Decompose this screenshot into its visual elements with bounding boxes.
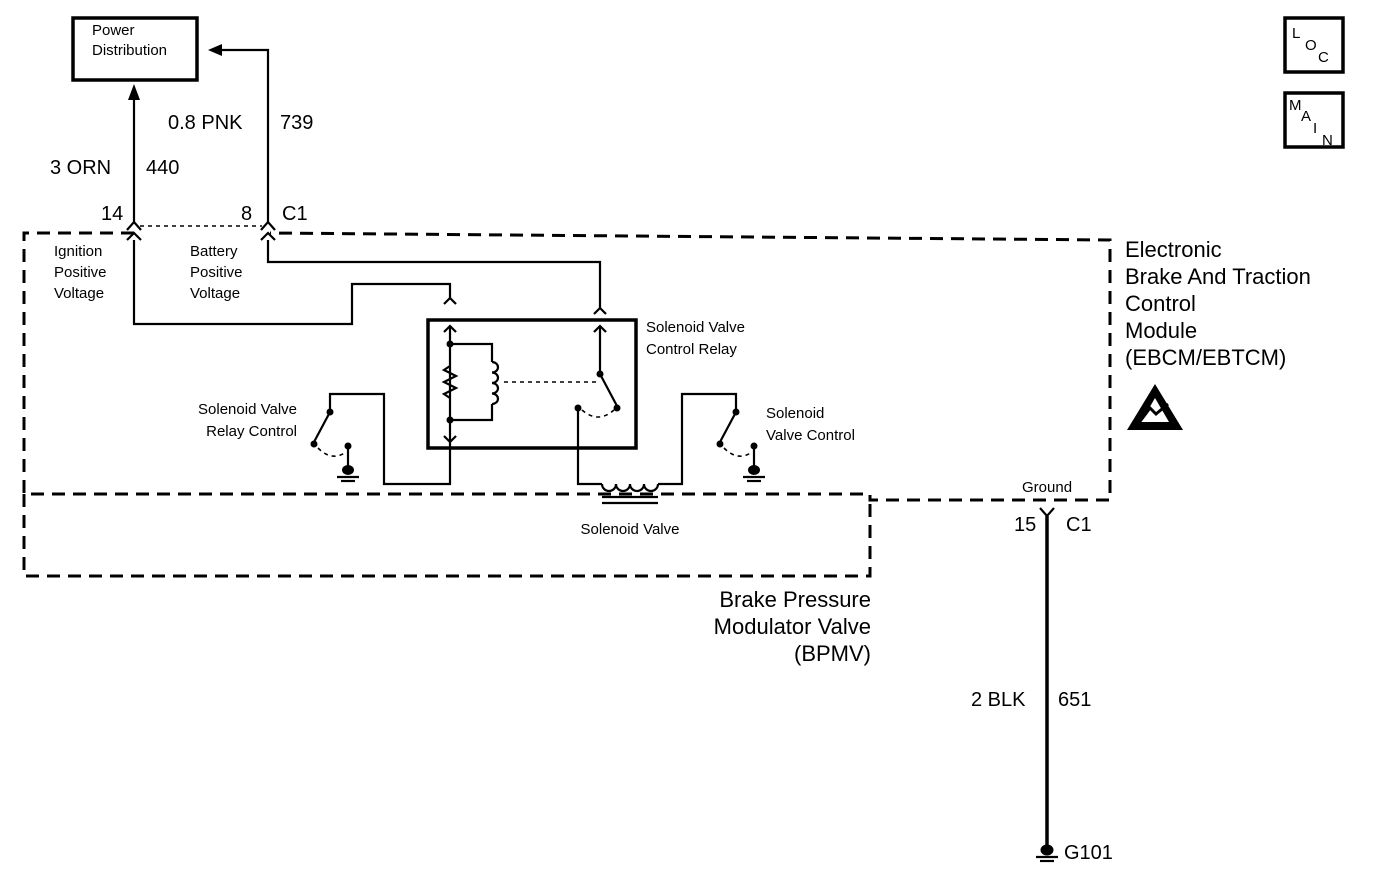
bpmv-label-1: Brake Pressure (719, 587, 871, 612)
relay-control-label-2: Relay Control (206, 423, 297, 440)
valve-control-label: Solenoid Valve Control (766, 405, 855, 444)
solenoid-valve-control-relay (426, 318, 638, 450)
battery-wire: 0.8 PNK 739 (168, 44, 313, 222)
valve-control-label-2: Valve Control (766, 427, 855, 444)
ign-pin-number: 14 (101, 203, 123, 225)
solenoid-valve-label: Solenoid Valve (581, 521, 680, 538)
bat-wire-circuit: 739 (280, 112, 313, 134)
ebcm-label-3: Control (1125, 291, 1196, 316)
ground-label: Ground (1022, 479, 1072, 496)
relay-control-label: Solenoid Valve Relay Control (198, 401, 297, 440)
bpmv-outline (22, 494, 872, 578)
bpmv-label-3: (BPMV) (794, 641, 871, 666)
power-distribution-label-1: Power (92, 22, 135, 39)
ground-circuit: Ground 15 C1 2 BLK 651 G101 (971, 479, 1113, 864)
power-distribution-label-2: Distribution (92, 42, 167, 59)
main-letter-m: M (1289, 97, 1302, 114)
battery-label-3: Voltage (190, 285, 240, 302)
loc-letter-c: C (1318, 49, 1329, 66)
loc-letter-o: O (1305, 37, 1317, 54)
ign-wire-size-color: 3 ORN (50, 157, 111, 179)
power-distribution-box: Power Distribution (71, 16, 199, 82)
top-connector-label: C1 (282, 203, 308, 225)
bat-pin-number: 8 (241, 203, 252, 225)
ignition-positive-voltage-label: Ignition Positive Voltage (54, 243, 107, 302)
ebcm-label-1: Electronic (1125, 237, 1222, 262)
ebcm-label-4: Module (1125, 318, 1197, 343)
loc-button[interactable]: L O C (1283, 16, 1345, 74)
main-letter-a: A (1301, 108, 1311, 125)
ebcm-label-2: Brake And Traction (1125, 264, 1311, 289)
g101-ground-icon (1040, 844, 1054, 856)
gnd-wire-circuit: 651 (1058, 689, 1091, 711)
ebcm-outline (22, 231, 1112, 502)
main-letter-i: I (1313, 120, 1317, 137)
ignition-wire: 3 ORN 440 (50, 84, 179, 222)
relay-label-1: Solenoid Valve (646, 319, 745, 336)
battery-internal-wire (266, 240, 602, 308)
battery-positive-voltage-label: Battery Positive Voltage (190, 243, 243, 302)
valve-control-label-1: Solenoid (766, 405, 824, 422)
ign-wire-circuit: 440 (146, 157, 179, 179)
ignition-label-3: Voltage (54, 285, 104, 302)
main-button[interactable]: M A I N (1283, 91, 1345, 149)
valve-control-switch (716, 408, 765, 483)
relay-label-2: Control Relay (646, 341, 737, 358)
gnd-wire-size-color: 2 BLK (971, 689, 1026, 711)
gnd-connector-label: C1 (1066, 514, 1092, 536)
bpmv-label-2: Modulator Valve (714, 614, 871, 639)
ebcm-label-5: (EBCM/EBTCM) (1125, 345, 1286, 370)
ignition-label-2: Positive (54, 264, 107, 281)
relay-label: Solenoid Valve Control Relay (646, 319, 745, 358)
valve-control-ground-icon (748, 465, 760, 475)
relay-control-ground-icon (342, 465, 354, 475)
esd-warning-icon (1127, 384, 1183, 430)
loc-letter-l: L (1292, 25, 1300, 42)
bat-wire-size-color: 0.8 PNK (168, 112, 243, 134)
g101-label: G101 (1064, 842, 1113, 864)
bpmv-label: Brake Pressure Modulator Valve (BPMV) (714, 587, 871, 666)
battery-label-2: Positive (190, 264, 243, 281)
solenoid-valve: Solenoid Valve (576, 392, 738, 538)
ignition-internal-wire (132, 240, 452, 326)
gnd-pin-number: 15 (1014, 514, 1036, 536)
main-letter-n: N (1322, 132, 1333, 149)
relay-control-switch (310, 392, 452, 486)
battery-label-1: Battery (190, 243, 238, 260)
relay-control-label-1: Solenoid Valve (198, 401, 297, 418)
ignition-label-1: Ignition (54, 243, 102, 260)
ebcm-label: Electronic Brake And Traction Control Mo… (1125, 237, 1311, 370)
